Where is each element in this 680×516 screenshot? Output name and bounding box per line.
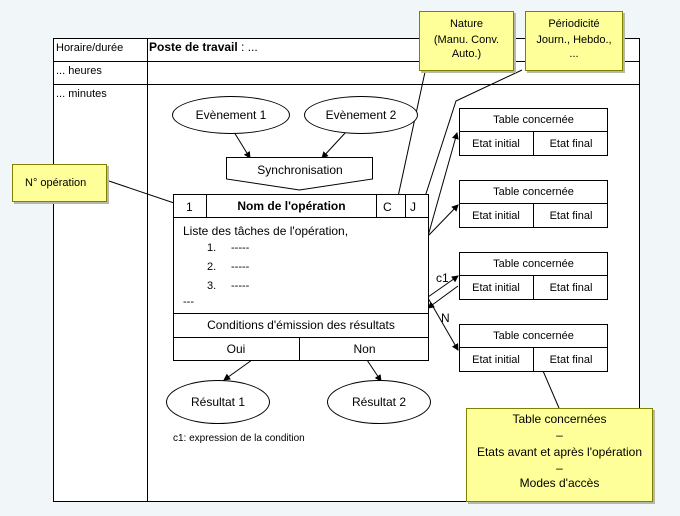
nature-note-title: Nature [449, 18, 484, 30]
minutes-label: ... minutes [56, 88, 107, 100]
nature-note-line-2: Auto.) [451, 48, 482, 60]
table-4-final: Etat final [549, 354, 593, 366]
edge-nature-note [395, 71, 426, 207]
edge-event1-sync [233, 131, 251, 159]
op-header-bottom [173, 217, 429, 218]
footnote: c1: expression de la condition [173, 433, 305, 444]
operation-periodicity-code: J [410, 200, 416, 214]
table-4-title: Table concernée [493, 330, 574, 342]
planning-row-divider-2 [53, 84, 640, 85]
workstation-label: Poste de travail : ... [149, 41, 258, 53]
periodicity-note-line-2: ... [569, 48, 579, 60]
bottom-note-line-3: Etats avant et après l'opération [476, 445, 643, 459]
op-yesno-divider [299, 337, 300, 361]
table-1-vline [533, 131, 534, 156]
table-3-final: Etat final [549, 282, 593, 294]
edge-table3-back [427, 285, 459, 309]
table-1-title: Table concernée [493, 114, 574, 126]
event-1-label: Evènement 1 [195, 108, 267, 122]
edge-periodicity-note [421, 69, 523, 207]
result-1-node: Résultat 1 [166, 380, 270, 424]
yes-label: Oui [226, 342, 246, 356]
task-ellipsis: --- [183, 296, 194, 308]
edge-op-table1 [427, 132, 459, 237]
table-1-final: Etat final [549, 138, 593, 150]
bottom-note-line-5: Modes d'accès [519, 476, 600, 490]
op-header-divider-1 [206, 194, 207, 218]
edge-op-table2 [427, 204, 459, 237]
table-3-initial: Etat initial [472, 282, 520, 294]
task-2-num: 2. [207, 261, 217, 273]
no-label: Non [353, 342, 376, 356]
event-2-node: Evènement 2 [304, 96, 418, 134]
event-2-label: Evènement 2 [325, 108, 397, 122]
operation-box [173, 194, 429, 361]
task-1-text: ----- [231, 242, 250, 254]
edge-label-n: N [441, 311, 450, 325]
op-conditions-top [173, 313, 429, 314]
edge-op-table3 [427, 275, 459, 298]
operation-name: Nom de l'opération [237, 199, 346, 213]
table-4-initial: Etat initial [472, 354, 520, 366]
op-yesno-top [173, 337, 429, 338]
table-3-vline [533, 275, 534, 300]
conditions-label: Conditions d'émission des résultats [207, 318, 395, 332]
edge-no-result2 [366, 359, 382, 382]
operation-number: 1 [186, 200, 193, 214]
workstation-label-bold: Poste de travail [149, 40, 238, 54]
task-1-num: 1. [207, 242, 217, 254]
result-1-label: Résultat 1 [190, 395, 246, 409]
table-4-vline [533, 347, 534, 372]
op-header-divider-3 [405, 194, 406, 218]
op-header-divider-2 [376, 194, 377, 218]
result-2-node: Résultat 2 [327, 380, 431, 424]
table-2-initial: Etat initial [472, 210, 520, 222]
event-1-node: Evènement 1 [172, 96, 290, 134]
planning-row-divider-1 [53, 61, 640, 62]
bottom-note-line-4: – [556, 461, 563, 475]
table-2-vline [533, 203, 534, 228]
table-2-title: Table concernée [493, 186, 574, 198]
edge-label-c1: c1 [436, 271, 449, 285]
bottom-note-line-1: Table concernées [512, 412, 607, 426]
workstation-value: : ... [237, 40, 258, 54]
sync-shape [226, 157, 373, 191]
result-2-label: Résultat 2 [351, 395, 407, 409]
nature-note-line-1: (Manu. Conv. [433, 34, 500, 46]
edge-yes-result1 [223, 359, 253, 381]
table-3-title: Table concernée [493, 258, 574, 270]
task-3-num: 3. [207, 280, 217, 292]
bottom-note [466, 408, 653, 502]
operation-nature-code: C [383, 200, 392, 214]
task-3-text: ----- [231, 280, 250, 292]
operation-number-note-label: N° opération [25, 177, 87, 189]
hours-label: ... heures [56, 65, 102, 77]
nature-note [419, 11, 514, 71]
task-2-text: ----- [231, 261, 250, 273]
edge-event2-sync [321, 131, 347, 159]
task-list-intro: Liste des tâches de l'opération, [183, 224, 349, 238]
bottom-note-line-2: – [556, 428, 563, 442]
periodicity-note-title: Périodicité [548, 18, 600, 30]
sync-label: Synchronisation [257, 163, 343, 177]
planning-col-divider [147, 38, 148, 502]
periodicity-note-line-1: Journ., Hebdo., [536, 34, 612, 46]
table-2-final: Etat final [549, 210, 593, 222]
schedule-column-header: Horaire/durée [56, 42, 124, 54]
periodicity-note [525, 11, 623, 71]
operation-number-note [12, 164, 107, 202]
table-1-initial: Etat initial [472, 138, 520, 150]
edge-opnum-note [105, 179, 181, 206]
